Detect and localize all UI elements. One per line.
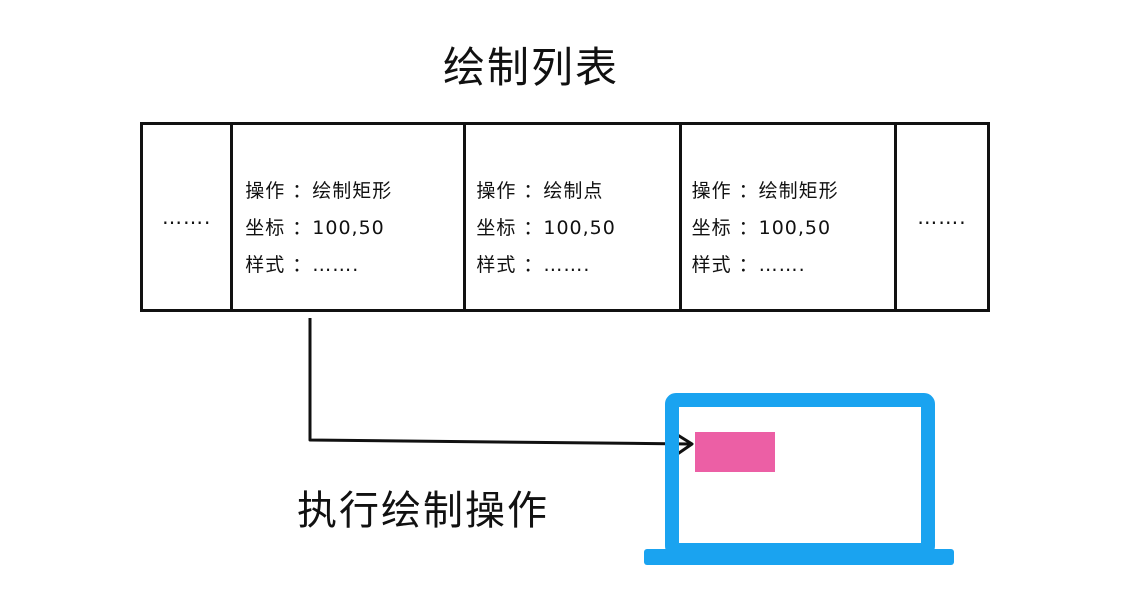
operation-line: 操作 ：绘制矩形 [245,180,393,202]
operation-line: 操作 ：绘制点 [476,180,604,202]
diagram-title: 绘制列表 [442,43,619,92]
laptop-base-icon [644,549,954,565]
draw-command-cell-1: 操作 ：绘制矩形 坐标 ：100,50 样式 ：……. [233,125,467,309]
ellipsis-cell-left: ……. [143,125,234,309]
draw-command-cell-2: 操作 ：绘制点 坐标 ：100,50 样式 ：……. [466,125,682,309]
coordinate-line: 坐标 ：100,50 [245,217,385,239]
draw-list-table: ……. 操作 ：绘制矩形 坐标 ：100,50 样式 ：……. 操作 ：绘制点 … [140,122,990,312]
arrow-head-icon [674,432,694,457]
style-line: 样式 ：……. [476,254,591,276]
laptop-screen-icon [665,393,935,557]
ellipsis-cell-right: ……. [917,205,967,229]
execution-arrow [308,318,691,446]
coordinate-line: 坐标 ：100,50 [476,217,616,239]
draw-command-cell-3: 操作 ：绘制矩形 坐标 ：100,50 样式 ：……. [682,125,897,309]
style-line: 样式 ：……. [691,254,806,276]
drawn-rectangle [695,432,775,472]
style-line: 样式 ：……. [245,254,360,276]
operation-line: 操作 ：绘制矩形 [691,180,839,202]
coordinate-line: 坐标 ：100,50 [691,217,832,239]
execute-draw-label: 执行绘制操作 [297,488,549,534]
